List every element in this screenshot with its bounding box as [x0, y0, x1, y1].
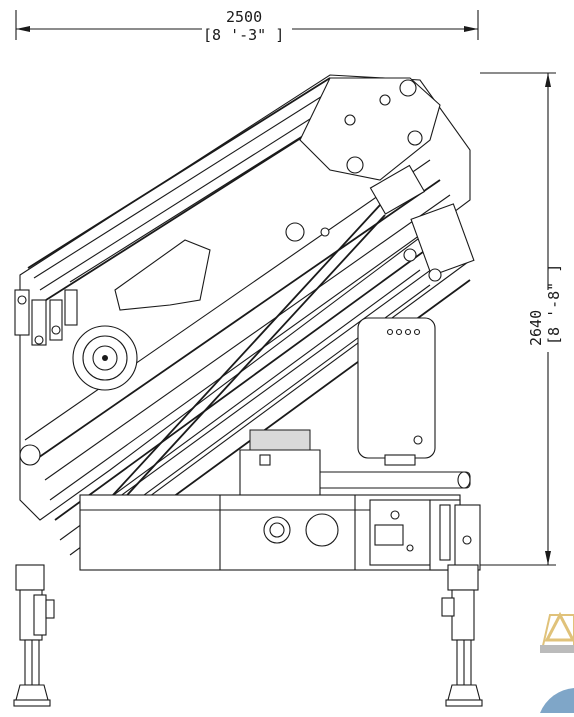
- crane-boom: [14, 74, 475, 566]
- triangle-lift-logo-icon: [540, 611, 574, 713]
- height-dimension-imperial: [8 '-8" ]: [545, 263, 563, 345]
- width-dimension-line: [15, 10, 479, 40]
- left-stabilizer-leg: [13, 564, 55, 707]
- height-dimension-line: [455, 72, 556, 566]
- base-chassis: [79, 494, 481, 571]
- width-dimension-imperial: [8 '-3" ]: [203, 26, 285, 44]
- hydraulic-tank: [357, 317, 436, 466]
- width-dimension-value: 2500: [226, 8, 263, 26]
- right-stabilizer-leg: [441, 564, 483, 707]
- hose-tube: [309, 471, 471, 489]
- height-dimension-value: 2640: [527, 309, 545, 346]
